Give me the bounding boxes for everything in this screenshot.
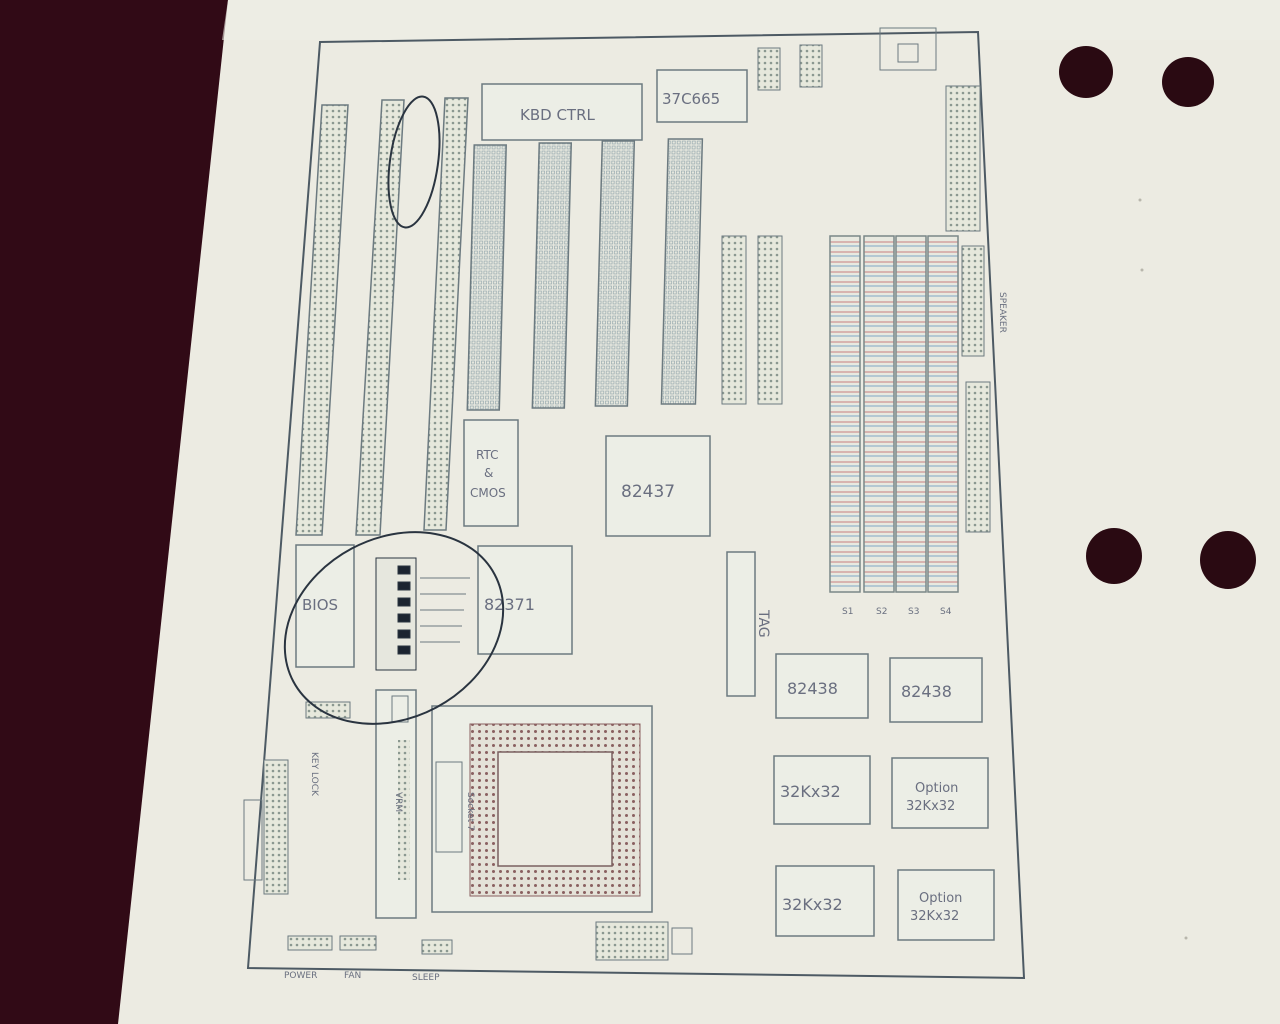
cache-opt-a-label-2: 32Kx32 (906, 799, 955, 814)
rtc-label-3: CMOS (470, 486, 506, 500)
rtc-label-1: RTC (476, 448, 498, 462)
rtc-cmos-chip: RTC & CMOS (463, 419, 519, 527)
kbd-ctrl-chip: KBD CTRL (481, 83, 643, 141)
chipset-82437: 82437 (605, 435, 711, 537)
keylock-label: KEY LOCK (309, 752, 319, 797)
socket-label: Socket 7 (465, 792, 475, 831)
connector-labels: KEY LOCK POWER FAN SLEEP SPEAKER (284, 292, 1007, 983)
cpu-socket: Socket 7 (431, 705, 653, 913)
power-label: POWER (284, 971, 317, 981)
board-outline (246, 30, 1026, 980)
simm-slots (829, 235, 959, 593)
vrm-module: VRM (375, 689, 417, 919)
sleep-label: SLEEP (412, 973, 440, 983)
dpc-left-label: 82438 (787, 679, 838, 698)
io-chip: 37C665 (656, 69, 748, 123)
cache-opt-b-label-2: 32Kx32 (910, 909, 959, 924)
kbd-ctrl-label: KBD CTRL (520, 106, 596, 124)
top-headers (757, 27, 937, 91)
tag-ram: TAG (726, 551, 771, 697)
dpc-right-label: 82438 (901, 682, 952, 701)
right-edge-connectors (945, 85, 991, 533)
chipset-82371: 82371 (477, 545, 573, 655)
chipset-82437-label: 82437 (621, 482, 675, 502)
cache-b-label: 32Kx32 (782, 895, 843, 914)
simm-label-2: S2 (876, 607, 887, 617)
expansion-slots (295, 97, 469, 536)
punch-hole-icon (1059, 46, 1256, 589)
marker-circle-icon (283, 95, 505, 725)
ide-headers (721, 235, 783, 405)
vrm-label: VRM (393, 792, 403, 812)
dpc-chips: 82438 82438 (775, 653, 983, 723)
cache-a-label: 32Kx32 (780, 782, 841, 801)
jumper-block (375, 557, 470, 671)
paper-edge-marks (1138, 198, 1188, 940)
speaker-label: SPEAKER (997, 292, 1007, 333)
tag-label: TAG (755, 609, 771, 638)
simm-label-4: S4 (940, 607, 952, 617)
simm-labels: S1 S2 S3 S4 (842, 607, 952, 617)
simm-label-3: S3 (908, 607, 919, 617)
bios-label: BIOS (302, 596, 338, 614)
cache-chips: 32Kx32 Option 32Kx32 32Kx32 Option 32Kx3… (773, 755, 995, 941)
io-chip-label: 37C665 (662, 90, 720, 108)
pci-slots (466, 138, 704, 411)
cache-opt-a-label-1: Option (915, 781, 958, 796)
fan-label: FAN (344, 971, 361, 981)
bios-chip: BIOS (295, 544, 355, 668)
bottom-headers (243, 701, 693, 961)
chipset-82371-label: 82371 (484, 595, 535, 614)
cache-opt-b-label-1: Option (919, 891, 962, 906)
simm-label-1: S1 (842, 607, 853, 617)
rtc-label-2: & (484, 466, 493, 480)
